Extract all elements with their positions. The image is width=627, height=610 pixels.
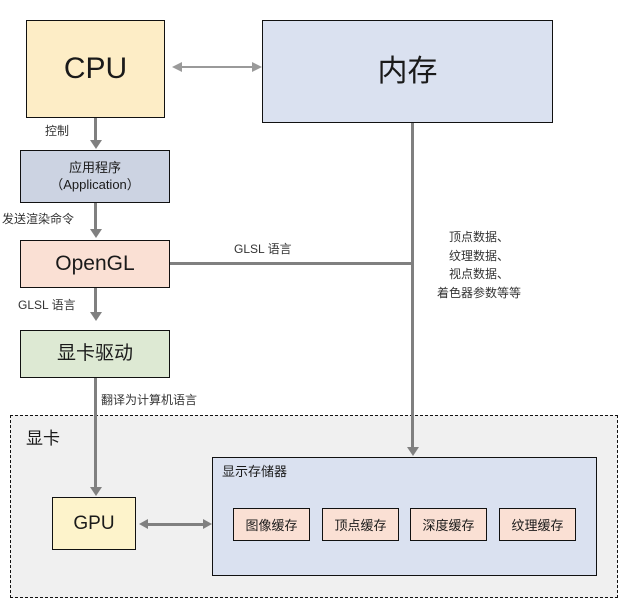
opengl-memory-connector xyxy=(170,262,414,265)
buffer-box-texture: 纹理缓存 xyxy=(499,508,576,541)
cpu-memory-arrowhead-left xyxy=(172,62,182,72)
buffer-label: 顶点缓存 xyxy=(334,518,387,533)
application-opengl-arrowhead xyxy=(89,229,102,238)
gpu-vram-arrowhead-left xyxy=(139,519,148,529)
edge-label-memory-data-line2: 纹理数据、 xyxy=(449,248,510,263)
graphics-card-label: 显卡 xyxy=(26,429,60,448)
buffer-label: 纹理缓存 xyxy=(511,518,564,533)
graphics-driver-node: 显卡驱动 xyxy=(20,330,170,378)
memory-vram-connector xyxy=(411,123,414,448)
edge-label-glsl-to-memory: GLSL 语言 xyxy=(234,242,292,256)
application-label: 应用程序 （Application） xyxy=(50,160,140,193)
edge-label-memory-data: 顶点数据、 纹理数据、 视点数据、 着色器参数等等 xyxy=(437,228,521,302)
memory-node: 内存 xyxy=(262,20,553,123)
edge-label-memory-data-line4: 着色器参数等等 xyxy=(437,285,522,300)
opengl-node: OpenGL xyxy=(20,240,170,288)
cpu-node: CPU xyxy=(26,20,165,118)
buffer-label: 图像缓存 xyxy=(245,518,298,533)
application-node: 应用程序 （Application） xyxy=(20,150,170,203)
cpu-label: CPU xyxy=(63,52,128,86)
opengl-driver-arrowhead xyxy=(89,312,102,321)
application-opengl-connector xyxy=(94,203,97,230)
buffer-box-depth: 深度缓存 xyxy=(410,508,487,541)
gpu-node: GPU xyxy=(52,497,136,550)
buffer-box-vertex: 顶点缓存 xyxy=(322,508,399,541)
edge-label-control: 控制 xyxy=(45,124,70,138)
edge-label-glsl-to-driver: GLSL 语言 xyxy=(18,298,76,312)
driver-gpu-connector xyxy=(94,378,97,488)
edge-label-memory-data-line1: 顶点数据、 xyxy=(449,230,510,244)
memory-vram-arrowhead xyxy=(406,447,419,456)
graphics-driver-label: 显卡驱动 xyxy=(56,343,133,365)
buffer-label: 深度缓存 xyxy=(422,518,475,533)
vram-title: 显示存储器 xyxy=(222,464,288,479)
buffer-box-frame: 图像缓存 xyxy=(233,508,310,541)
gpu-vram-arrowhead-right xyxy=(203,519,212,529)
memory-label: 内存 xyxy=(377,54,438,88)
cpu-memory-connector xyxy=(180,66,254,68)
edge-label-memory-data-line3: 视点数据、 xyxy=(449,267,510,282)
opengl-driver-connector xyxy=(94,288,97,313)
opengl-label: OpenGL xyxy=(55,251,135,275)
gpu-vram-connector xyxy=(147,522,205,526)
cpu-memory-arrowhead-right xyxy=(252,62,262,72)
cpu-application-connector xyxy=(94,118,97,141)
gpu-label: GPU xyxy=(73,512,115,534)
driver-gpu-arrowhead xyxy=(89,487,102,496)
application-label-line1: 应用程序 xyxy=(68,160,121,176)
edge-label-translate-to-machine-language: 翻译为计算机语言 xyxy=(101,393,198,407)
edge-label-send-render-command: 发送渲染命令 xyxy=(2,212,75,226)
application-label-line2: （Application） xyxy=(50,176,140,192)
cpu-application-arrowhead xyxy=(89,140,102,149)
